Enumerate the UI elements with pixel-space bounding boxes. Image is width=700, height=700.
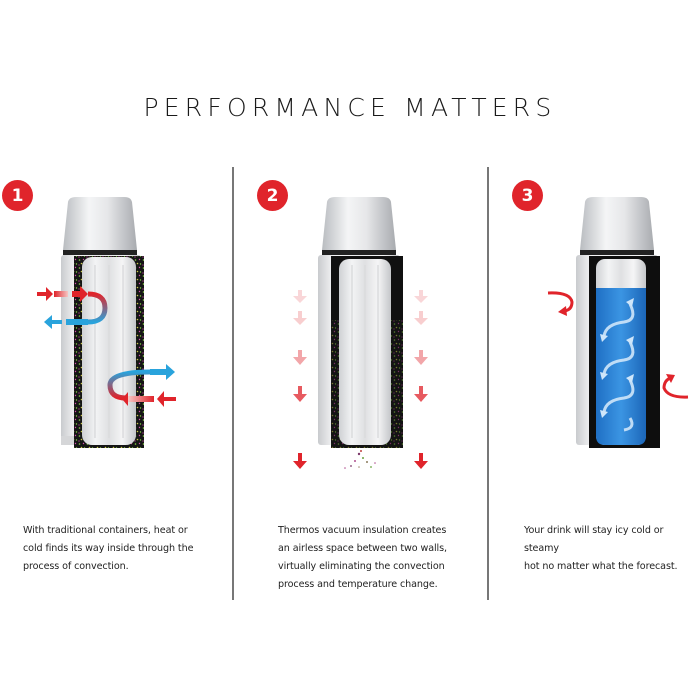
vacuum-flask-icon [293, 197, 428, 469]
convection-flask-icon [37, 197, 176, 448]
step-number-badge: 1 [2, 180, 33, 211]
panel-2: 2 Ther [233, 170, 487, 610]
panel-caption: Your drink will stay icy cold or steamy … [524, 525, 678, 572]
step-number-badge: 3 [512, 180, 543, 211]
page-title: PERFORMANCE MATTERS [143, 93, 557, 122]
panel-3: 3 Your drink will stay icy cold or steam… [488, 170, 700, 610]
column-divider [487, 167, 489, 600]
cold-drink-flask-icon [547, 197, 689, 448]
panel-1: 1 With traditional containers, heat or c… [0, 170, 232, 610]
step-number-badge: 2 [257, 180, 288, 211]
panel-caption: Thermos vacuum insulation creates an air… [278, 525, 447, 590]
column-divider [232, 167, 234, 600]
panel-caption: With traditional containers, heat or col… [23, 525, 194, 572]
